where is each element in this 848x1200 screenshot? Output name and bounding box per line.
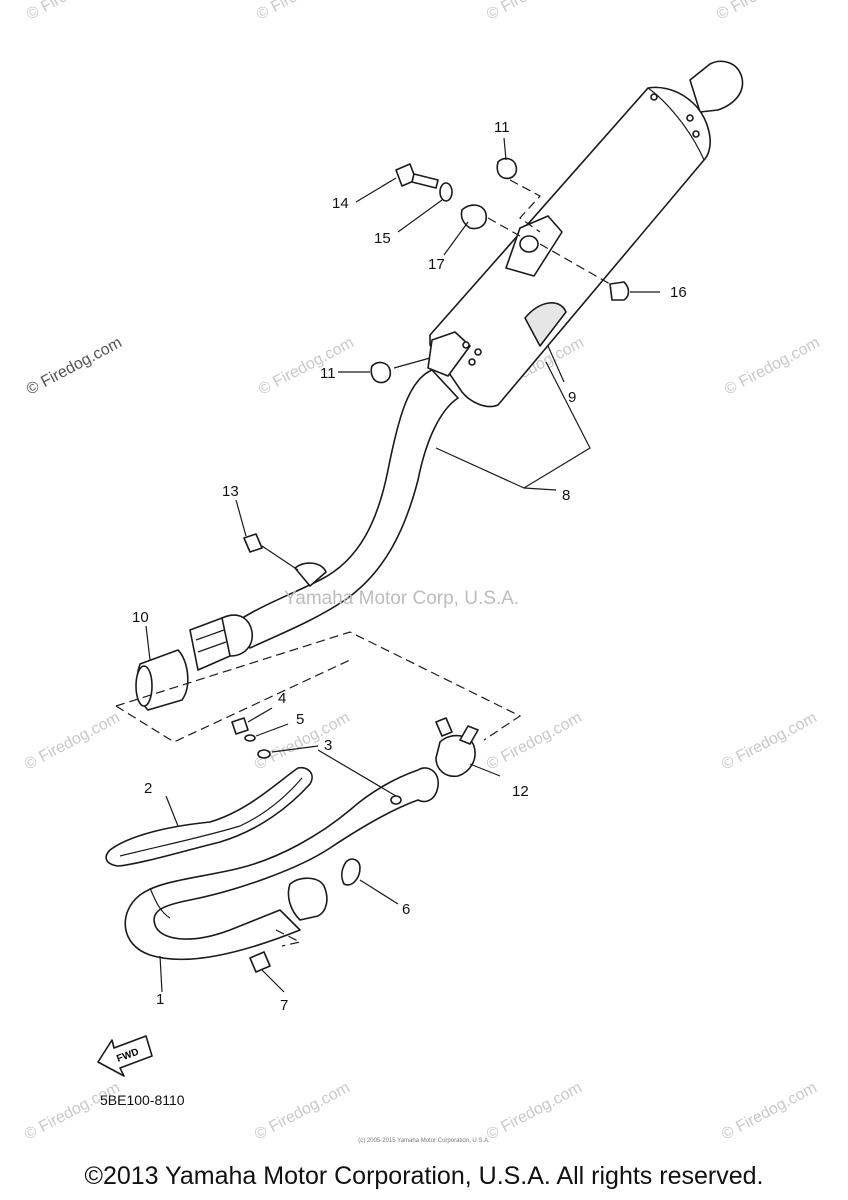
washer-5 <box>244 734 256 742</box>
callout-14: 14 <box>332 195 349 212</box>
watermark-bottom-3: © Firedog.com <box>484 1079 585 1143</box>
callout-13: 13 <box>222 483 239 500</box>
copyright-notice: ©2013 Yamaha Motor Corporation, U.S.A. A… <box>84 1162 764 1190</box>
callout-5: 5 <box>296 711 304 728</box>
bolt-14-shank <box>411 173 439 189</box>
grommet-11-left <box>370 361 392 384</box>
watermark-bottom-4: © Firedog.com <box>719 1079 820 1143</box>
exhaust-protector <box>105 766 313 867</box>
callout-1: 1 <box>156 991 164 1008</box>
grommet-11-top <box>496 157 518 180</box>
watermark-bottom-2: © Firedog.com <box>252 1079 353 1143</box>
callout-3: 3 <box>324 737 332 754</box>
callout-17: 17 <box>428 256 445 273</box>
callout-11-left: 11 <box>320 365 336 382</box>
watermark-bottom-1: © Firedog.com <box>22 1079 123 1143</box>
dashed-guides <box>115 179 611 947</box>
watermark-left-upper: © Firedog.com <box>24 334 125 398</box>
exhaust-pipe-rear <box>189 369 459 671</box>
watermark-low-3: © Firedog.com <box>484 709 585 773</box>
washer-3b <box>390 795 402 805</box>
fasteners <box>231 157 630 973</box>
callouts: 11 14 15 17 16 11 9 8 13 10 4 5 3 2 12 6… <box>132 119 687 1014</box>
washer-15 <box>439 182 453 202</box>
watermark-top-right-2: © Firedog.com <box>714 0 815 24</box>
leader-lines <box>145 137 660 993</box>
gasket-part <box>135 649 189 711</box>
watermark-mid-3: © Firedog.com <box>722 334 823 398</box>
washer-3a <box>257 749 271 759</box>
bolt-7 <box>249 951 271 973</box>
watermark-top-left: © Firedog.com <box>24 0 125 24</box>
callout-11-top: 11 <box>494 119 510 136</box>
bolt-13 <box>243 533 263 553</box>
callout-4: 4 <box>278 690 286 707</box>
watermark-center: Yamaha Motor Corp, U.S.A. <box>284 588 519 609</box>
callout-6: 6 <box>402 901 410 918</box>
muffler-assembly <box>427 60 744 408</box>
callout-10: 10 <box>132 609 149 626</box>
watermark-low-4: © Firedog.com <box>719 709 820 773</box>
screw-16 <box>609 281 630 301</box>
bolt-4 <box>231 717 249 735</box>
watermark-top-right-1: © Firedog.com <box>484 0 585 24</box>
watermark-low-1: © Firedog.com <box>22 709 123 773</box>
tiny-copyright: (c) 2005-2015 Yamaha Motor Corporation, … <box>358 1138 490 1144</box>
callout-9: 9 <box>568 389 576 406</box>
fwd-arrow-icon: FWD <box>97 1035 153 1077</box>
watermarks: © Firedog.com © Firedog.com © Firedog.co… <box>22 0 823 1144</box>
exhaust-pipe-front <box>124 767 439 961</box>
callout-2: 2 <box>144 780 152 797</box>
diagram-code: 5BE100-8110 <box>100 1092 185 1108</box>
watermark-top-center: © Firedog.com <box>254 0 355 24</box>
callout-12: 12 <box>512 783 529 800</box>
callout-7: 7 <box>280 997 288 1014</box>
band-clamp <box>435 717 479 778</box>
callout-15: 15 <box>374 230 391 247</box>
callout-16: 16 <box>670 284 687 301</box>
callout-8: 8 <box>562 487 570 504</box>
gasket-6 <box>341 858 361 886</box>
watermark-mid-1: © Firedog.com <box>256 334 357 398</box>
